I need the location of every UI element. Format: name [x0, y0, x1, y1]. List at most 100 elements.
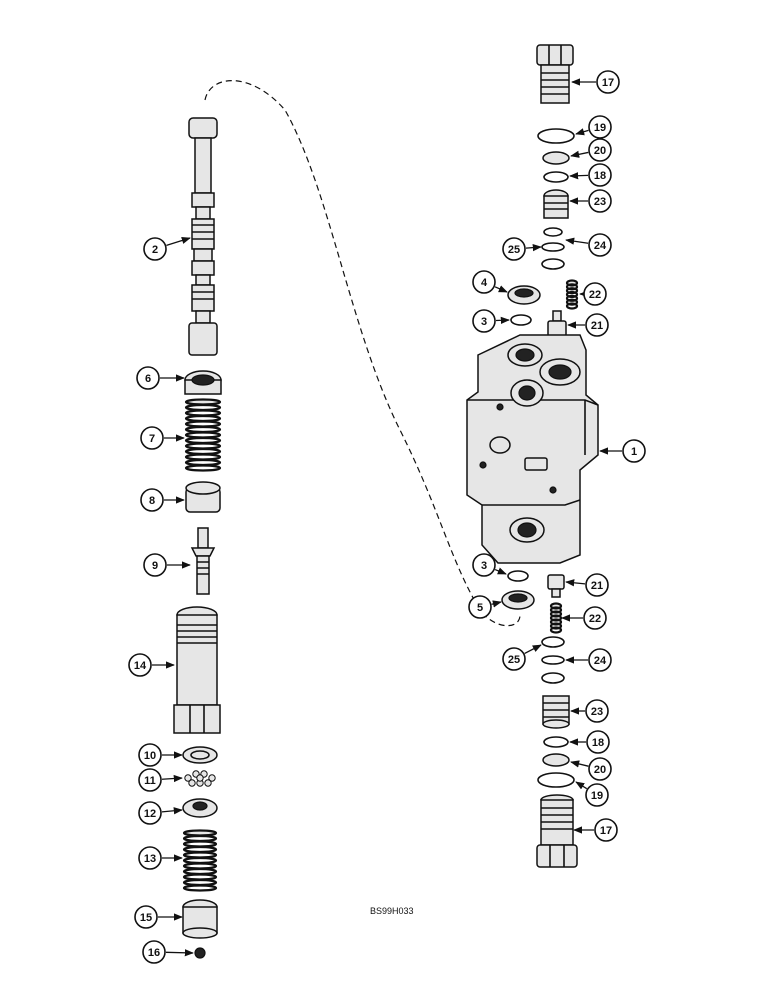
callout-c15: 15 — [134, 905, 183, 929]
callout-number: 5 — [477, 602, 483, 614]
callout-c21b: 21 — [565, 573, 609, 597]
callout-c5: 5 — [468, 595, 502, 619]
callout-number: 25 — [508, 654, 520, 666]
callout-c23a: 23 — [569, 189, 612, 213]
assembly-dashed-line — [204, 80, 521, 627]
centering-spring — [184, 398, 222, 472]
callout-circle — [128, 653, 152, 677]
callout-c1: 1 — [599, 439, 646, 463]
ring-24-top — [543, 227, 563, 237]
callout-c24a: 24 — [565, 233, 612, 257]
callout-c24b: 24 — [565, 648, 612, 672]
callout-c18a: 18 — [569, 163, 612, 187]
callout-leader — [491, 600, 502, 608]
callout-c22a: 22 — [579, 282, 607, 306]
callout-number: 19 — [594, 122, 606, 134]
callout-number: 21 — [591, 320, 603, 332]
check-ball — [194, 947, 206, 959]
relief-poppet-top — [543, 189, 569, 219]
callout-circle — [502, 647, 526, 671]
callout-number: 24 — [594, 240, 607, 252]
callout-c25b: 25 — [502, 644, 542, 671]
callout-circle — [138, 846, 162, 870]
callout-circle — [588, 648, 612, 672]
ring-24-bottom — [541, 655, 565, 665]
spring-22-bottom — [549, 602, 563, 634]
ring-25a-bottom — [541, 636, 565, 648]
callout-c7: 7 — [140, 426, 185, 450]
callout-c3a: 3 — [472, 309, 510, 333]
callout-circle — [138, 743, 162, 767]
callout-leader — [575, 781, 588, 790]
callout-number: 25 — [508, 244, 520, 256]
o-ring-3-top — [510, 314, 532, 326]
callout-circle — [585, 573, 609, 597]
ring-25b-top — [541, 258, 565, 270]
callout-leader — [570, 760, 589, 768]
callout-c22b: 22 — [561, 606, 607, 630]
callout-number: 19 — [591, 790, 603, 802]
callout-number: 22 — [589, 289, 601, 301]
callout-c17a: 17 — [571, 70, 620, 94]
callout-number: 20 — [594, 764, 606, 776]
callout-circle — [472, 553, 496, 577]
callout-c9: 9 — [143, 553, 191, 577]
callout-number: 14 — [134, 660, 147, 672]
poppet-21-bottom — [547, 574, 565, 598]
callout-leader — [565, 237, 589, 245]
callout-number: 12 — [144, 808, 156, 820]
backup-ring-20-top — [542, 151, 570, 165]
callout-c6: 6 — [136, 366, 185, 390]
callout-leader — [166, 236, 191, 247]
spool-bolt — [190, 527, 216, 595]
retainer-cap — [184, 370, 222, 395]
seal-4 — [507, 285, 541, 305]
callout-circle — [588, 138, 612, 162]
callout-leader — [161, 774, 183, 783]
detent-seat — [182, 798, 218, 818]
callout-circle — [583, 606, 607, 630]
callout-c25a: 25 — [502, 237, 542, 261]
valve-body — [466, 334, 599, 564]
callout-circle — [588, 189, 612, 213]
callout-number: 16 — [148, 947, 160, 959]
callout-c12: 12 — [138, 801, 183, 825]
detent-balls — [184, 770, 216, 787]
callout-leader — [494, 285, 508, 293]
callout-circle — [588, 233, 612, 257]
callout-number: 18 — [592, 737, 604, 749]
callout-circle — [588, 115, 612, 139]
callout-number: 1 — [631, 446, 637, 458]
callout-c8: 8 — [140, 488, 185, 512]
callout-c16: 16 — [142, 940, 194, 964]
callout-leader — [161, 807, 183, 815]
callout-number: 3 — [481, 316, 487, 328]
callout-circle — [140, 426, 164, 450]
poppet-21-top — [547, 310, 567, 337]
callout-circle — [134, 905, 158, 929]
callout-c14: 14 — [128, 653, 175, 677]
callout-leader — [569, 172, 589, 180]
end-cap — [182, 899, 218, 939]
callout-c3b: 3 — [472, 553, 507, 577]
callout-circle — [585, 699, 609, 723]
callout-c21a: 21 — [567, 313, 609, 337]
ring-25b-bottom — [541, 672, 565, 684]
callout-circle — [622, 439, 646, 463]
callout-circle — [138, 801, 162, 825]
callout-c17b: 17 — [573, 818, 618, 842]
callout-number: 22 — [589, 613, 601, 625]
callout-number: 23 — [594, 196, 606, 208]
o-ring-18-top — [543, 171, 569, 183]
callout-circle — [143, 553, 167, 577]
seal-5 — [501, 590, 535, 610]
spool-assembly — [188, 117, 218, 356]
callout-circle — [472, 309, 496, 333]
callout-c11: 11 — [138, 768, 183, 792]
callout-number: 23 — [591, 706, 603, 718]
callout-leader — [575, 128, 589, 136]
callout-leader — [525, 243, 542, 252]
callout-number: 20 — [594, 145, 606, 157]
